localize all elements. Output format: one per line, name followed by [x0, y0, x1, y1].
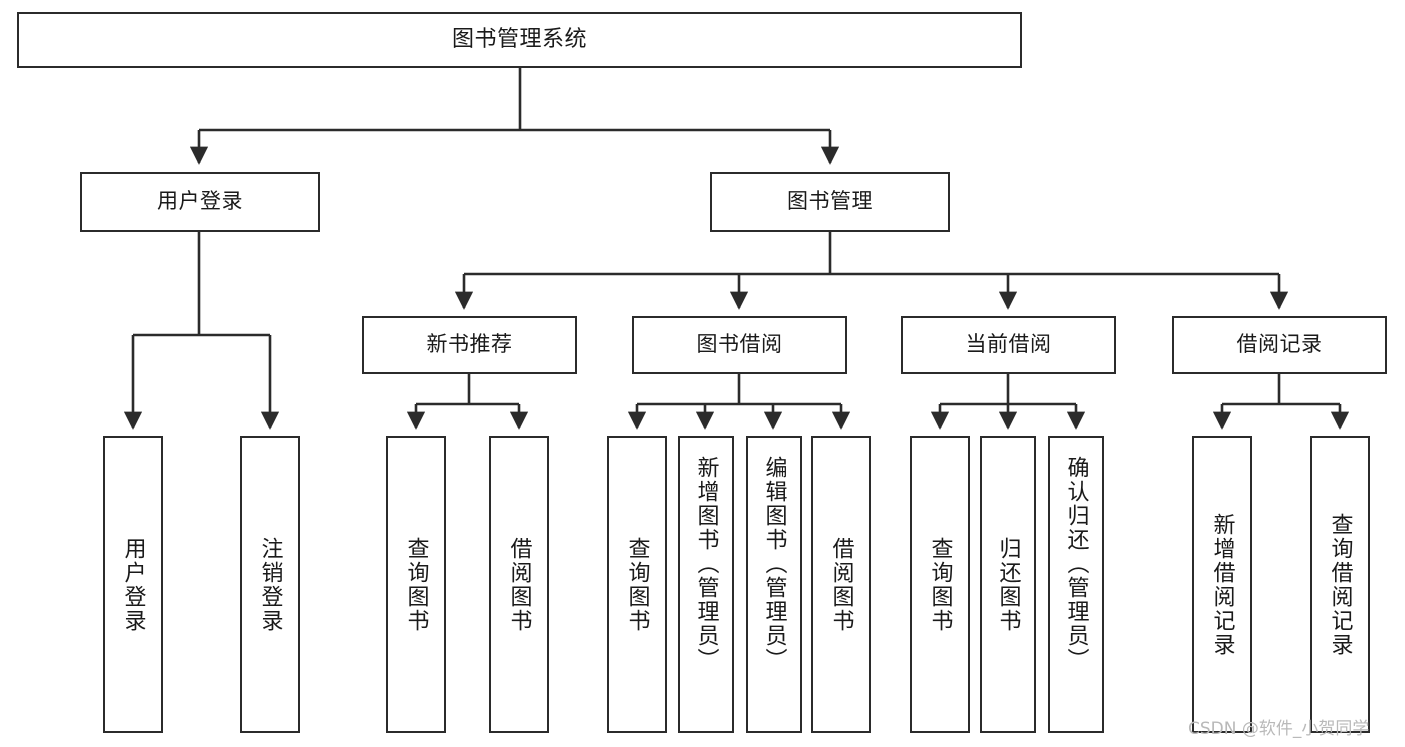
leaf-return-books[interactable]: 归还图书	[980, 436, 1036, 733]
node-label: 图书借阅	[696, 332, 783, 357]
node-user-login[interactable]: 用户登录	[80, 172, 320, 232]
node-new-book-recommend[interactable]: 新书推荐	[362, 316, 577, 374]
node-label: 用户登录	[157, 189, 243, 214]
leaf-borrow-books-recommend[interactable]: 借阅图书	[489, 436, 549, 733]
leaf-edit-book-admin[interactable]: 编辑图书（管理员）	[746, 436, 802, 733]
leaf-query-books-recommend[interactable]: 查询图书	[386, 436, 446, 733]
node-book-borrow[interactable]: 图书借阅	[632, 316, 847, 374]
node-label: 查询图书	[403, 536, 429, 633]
node-label: 归还图书	[995, 536, 1021, 633]
node-root-system[interactable]: 图书管理系统	[17, 12, 1022, 68]
watermark-text: CSDN @软件_小贺同学	[1188, 719, 1370, 739]
leaf-add-book-admin[interactable]: 新增图书（管理员）	[678, 436, 734, 733]
node-label: 注销登录	[257, 536, 283, 633]
leaf-confirm-return-admin[interactable]: 确认归还（管理员）	[1048, 436, 1104, 733]
node-borrow-record[interactable]: 借阅记录	[1172, 316, 1387, 374]
leaf-logout[interactable]: 注销登录	[240, 436, 300, 733]
leaf-query-borrow-record[interactable]: 查询借阅记录	[1310, 436, 1370, 733]
node-label: 编辑图书（管理员）	[761, 456, 787, 672]
node-current-borrow[interactable]: 当前借阅	[901, 316, 1116, 374]
node-label: 图书管理	[787, 189, 873, 214]
leaf-query-books-borrow[interactable]: 查询图书	[607, 436, 667, 733]
node-label: 图书管理系统	[451, 26, 587, 52]
node-label: 查询借阅记录	[1327, 512, 1353, 657]
node-label: 查询图书	[624, 536, 650, 633]
node-label: 借阅记录	[1236, 332, 1323, 357]
node-label: 新增借阅记录	[1209, 512, 1235, 657]
leaf-borrow-books[interactable]: 借阅图书	[811, 436, 871, 733]
leaf-add-borrow-record[interactable]: 新增借阅记录	[1192, 436, 1252, 733]
node-label: 查询图书	[927, 536, 953, 633]
node-label: 当前借阅	[965, 332, 1052, 357]
node-label: 新书推荐	[426, 332, 513, 357]
node-label: 用户登录	[120, 536, 146, 633]
node-label: 新增图书（管理员）	[693, 456, 719, 672]
node-book-management[interactable]: 图书管理	[710, 172, 950, 232]
node-label: 借阅图书	[506, 536, 532, 633]
node-label: 借阅图书	[828, 536, 854, 633]
node-label: 确认归还（管理员）	[1063, 456, 1089, 672]
leaf-user-login[interactable]: 用户登录	[103, 436, 163, 733]
leaf-query-books-current[interactable]: 查询图书	[910, 436, 970, 733]
